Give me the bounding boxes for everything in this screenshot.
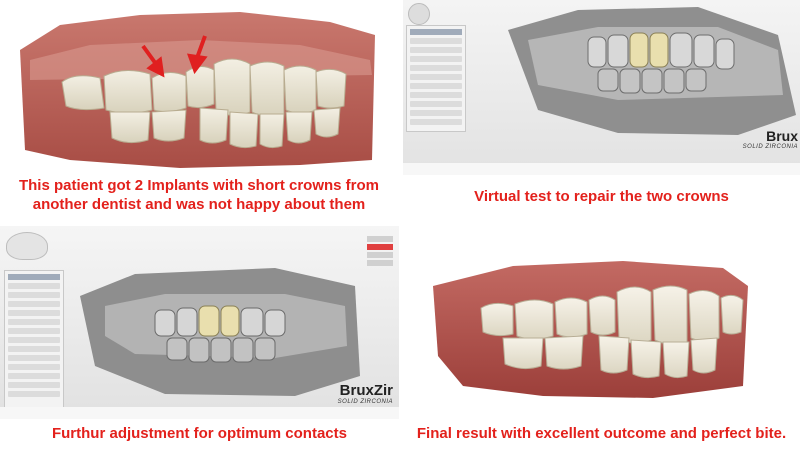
bruxzir-logo: Brux SOLID ZIRCONIA: [742, 128, 798, 150]
cad-tool-panel: [4, 270, 64, 412]
bruxzir-logo: BruxZir SOLID ZIRCONIA: [337, 382, 393, 405]
cad-thumbnail: [408, 3, 430, 25]
arrow-icon: [141, 35, 208, 78]
crown-highlight: [198, 305, 240, 337]
cad-toolbar: [367, 234, 393, 288]
cad-teeth-model: [80, 268, 360, 396]
caption-final-result: Final result with excellent outcome and …: [416, 425, 787, 442]
teeth-photo-after: [433, 261, 748, 398]
cad-screenshot-virtual-test: Brux SOLID ZIRCONIA: [403, 0, 800, 175]
cad-status-bar: [403, 163, 800, 175]
caption-virtual-test: Virtual test to repair the two crowns: [474, 188, 729, 205]
cad-teeth-model: [508, 7, 796, 135]
cad-tool-panel: [406, 25, 466, 132]
crown-highlight: [629, 32, 669, 68]
cad-thumbnail: [6, 232, 48, 260]
caption-adjustment: Furthur adjustment for optimum contacts: [51, 425, 347, 442]
clinical-photo-before: [0, 0, 398, 175]
cad-status-bar: [0, 407, 399, 419]
cad-screenshot-adjustment: BruxZir SOLID ZIRCONIA: [0, 226, 399, 419]
clinical-photo-after: [403, 226, 800, 419]
caption-before: This patient got 2 Implants with short c…: [18, 177, 380, 213]
teeth-photo-before: [20, 12, 375, 168]
